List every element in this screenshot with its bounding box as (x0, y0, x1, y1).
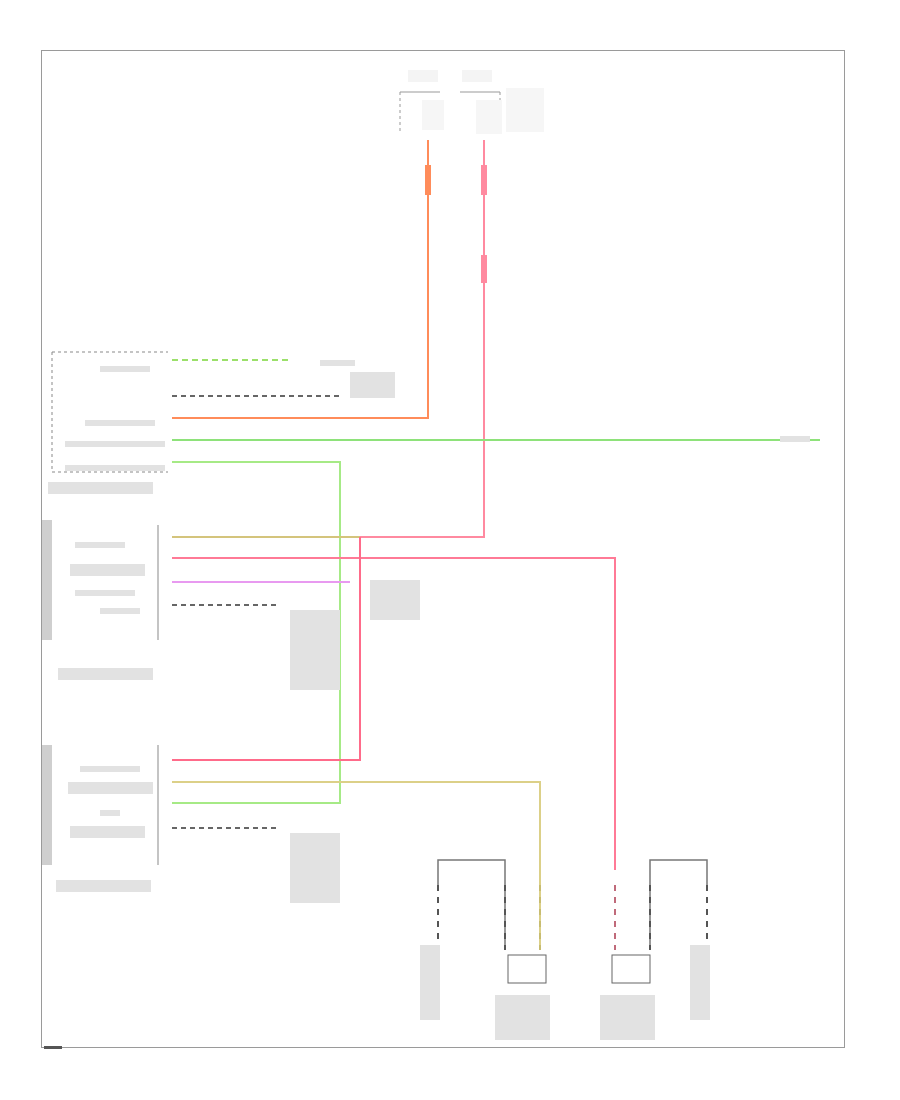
top-fuse-block (399, 70, 544, 134)
page-number-mark (44, 1046, 62, 1049)
seat-control-module (51, 351, 168, 473)
pink-vertical-wire (172, 537, 361, 761)
label-blocks (48, 360, 810, 1040)
diagram-frame (41, 50, 845, 1048)
right-heater-assembly (611, 859, 708, 984)
pink-run-feed-wire (172, 140, 485, 538)
driver-seat-switch-connector (42, 520, 159, 640)
yellow-wire (172, 781, 541, 950)
orange-battery-feed-wire (172, 140, 429, 419)
left-heater-assembly (437, 859, 547, 984)
passenger-seat-switch-connector (42, 745, 159, 865)
pink-wire-2 (172, 557, 616, 870)
